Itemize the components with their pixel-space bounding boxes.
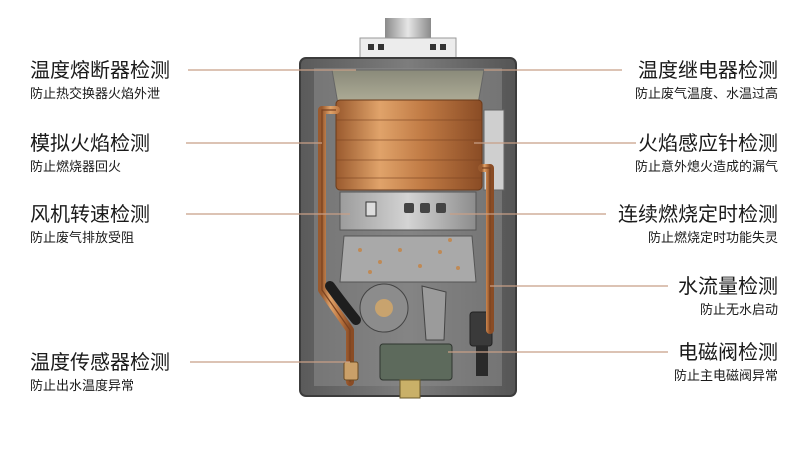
ignition-electrode — [365, 201, 377, 217]
callout-temperature-sensor-check: 温度传感器检测 防止出水温度异常 — [30, 350, 170, 396]
callout-subtitle: 防止燃烧器回火 — [30, 160, 122, 175]
callout-title: 模拟火焰检测 — [30, 131, 150, 155]
callout-fan-speed-check: 风机转速检测 防止废气排放受阻 — [30, 202, 150, 248]
callout-title: 风机转速检测 — [30, 202, 150, 226]
callout-title: 火焰感应针检测 — [638, 131, 778, 155]
temperature-sensor — [343, 361, 359, 381]
callout-subtitle: 防止废气排放受阻 — [30, 231, 135, 246]
flue-pipe — [385, 18, 431, 40]
callout-title: 温度继电器检测 — [638, 58, 778, 82]
exhaust-hood — [331, 69, 485, 105]
callout-fuse-check: 温度熔断器检测 防止热交换器火焰外泄 — [30, 58, 170, 104]
callout-solenoid-valve-check: 电磁阀检测 防止主电磁阀异常 — [674, 340, 778, 386]
solenoid-valve — [379, 343, 453, 381]
callout-simulated-flame-check: 模拟火焰检测 防止燃烧器回火 — [30, 131, 150, 177]
callout-title: 水流量检测 — [678, 274, 778, 298]
callout-subtitle: 防止燃烧定时功能失灵 — [647, 231, 778, 246]
callout-subtitle: 防止无水启动 — [699, 303, 778, 318]
gas-valve — [421, 285, 447, 341]
callout-subtitle: 防止主电磁阀异常 — [673, 369, 778, 384]
fan-housing — [339, 235, 477, 283]
callout-flame-probe-check: 火焰感应针检测 防止意外熄火造成的漏气 — [635, 131, 778, 177]
callout-temperature-relay-check: 温度继电器检测 防止废气温度、水温过高 — [635, 58, 778, 104]
callout-title: 连续燃烧定时检测 — [618, 202, 778, 226]
callout-title: 温度熔断器检测 — [30, 58, 170, 82]
callout-subtitle: 防止热交换器火焰外泄 — [30, 87, 161, 102]
callout-subtitle: 防止废气温度、水温过高 — [634, 87, 778, 102]
connector-hose — [325, 281, 361, 325]
callout-title: 温度传感器检测 — [30, 350, 170, 374]
callout-title: 电磁阀检测 — [678, 340, 778, 364]
callout-subtitle: 防止意外熄火造成的漏气 — [634, 160, 778, 175]
callout-water-flow-check: 水流量检测 防止无水启动 — [678, 274, 778, 320]
callout-continuous-burn-timer-check: 连续燃烧定时检测 防止燃烧定时功能失灵 — [618, 202, 778, 248]
heat-exchanger — [335, 99, 483, 191]
callout-subtitle: 防止出水温度异常 — [30, 379, 135, 394]
